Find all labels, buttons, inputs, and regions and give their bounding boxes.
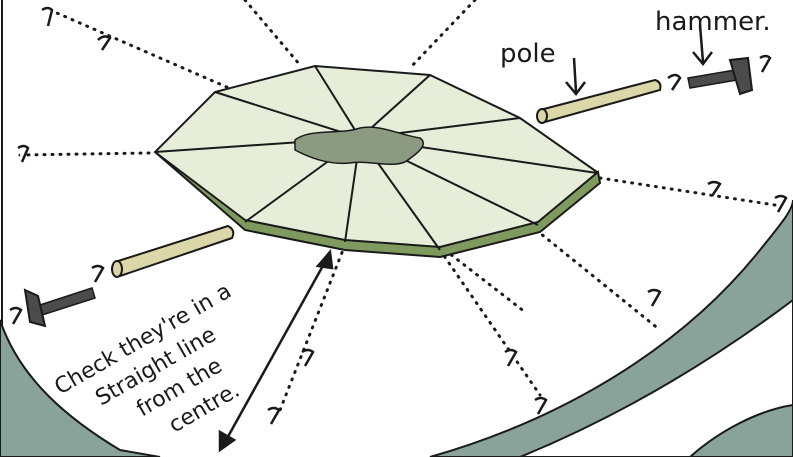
hammer-icon bbox=[688, 58, 752, 94]
double-arrow-icon bbox=[220, 252, 332, 450]
tent-pole-icon bbox=[112, 226, 233, 277]
pole-label: pole bbox=[500, 39, 556, 69]
hammer-icon bbox=[25, 288, 95, 326]
down-arrow-icon bbox=[566, 58, 585, 94]
tent-pole-icon bbox=[537, 80, 660, 123]
hammer-label: hammer. bbox=[655, 7, 771, 37]
